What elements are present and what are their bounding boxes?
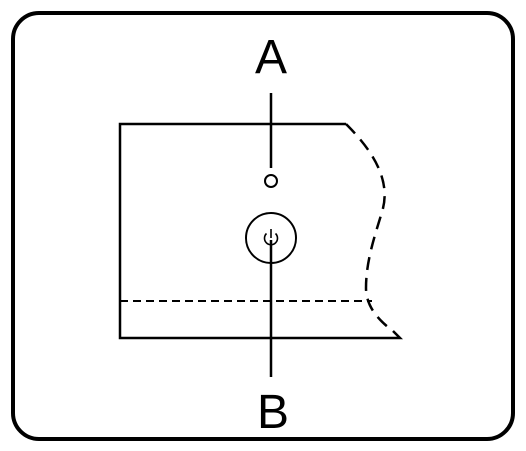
device-panel-cut-edge — [345, 123, 394, 333]
device-panel-outline — [118, 122, 404, 340]
callout-label-b: B — [257, 386, 289, 439]
callout-label-a: A — [255, 31, 287, 84]
status-led-icon — [264, 174, 278, 188]
